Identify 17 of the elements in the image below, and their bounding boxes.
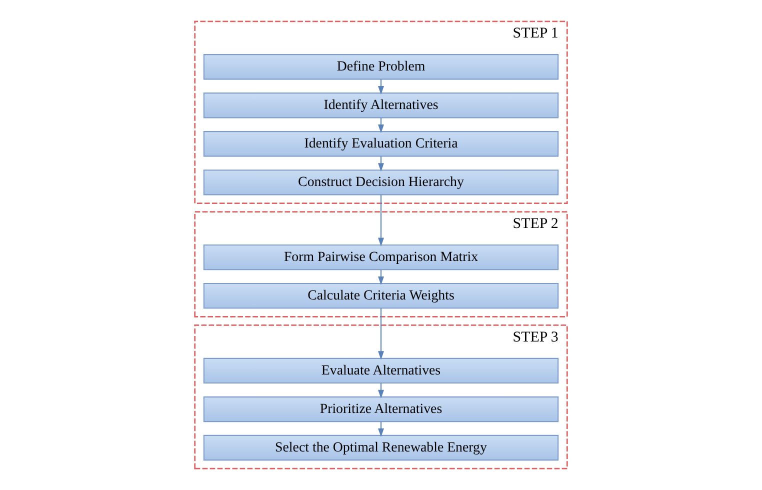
node-box: Calculate Criteria Weights [203, 282, 559, 309]
arrow [378, 194, 384, 246]
node-box: Select the Optimal Renewable Energy [203, 434, 559, 461]
arrow [378, 79, 384, 95]
node-box: Identify Evaluation Criteria [203, 131, 559, 157]
node-box: Form Pairwise Comparison Matrix [203, 244, 559, 270]
arrow [378, 383, 384, 398]
arrow [378, 270, 384, 286]
arrow [378, 118, 384, 134]
arrow [378, 308, 384, 360]
node-box: Prioritize Alternatives [203, 396, 559, 422]
arrow [378, 422, 384, 437]
node-box: Evaluate Alternatives [203, 358, 559, 384]
node-box: Construct Decision Hierarchy [203, 170, 559, 196]
arrow [378, 156, 384, 172]
node-box: Identify Alternatives [203, 92, 559, 118]
node-box: Define Problem [203, 54, 559, 80]
